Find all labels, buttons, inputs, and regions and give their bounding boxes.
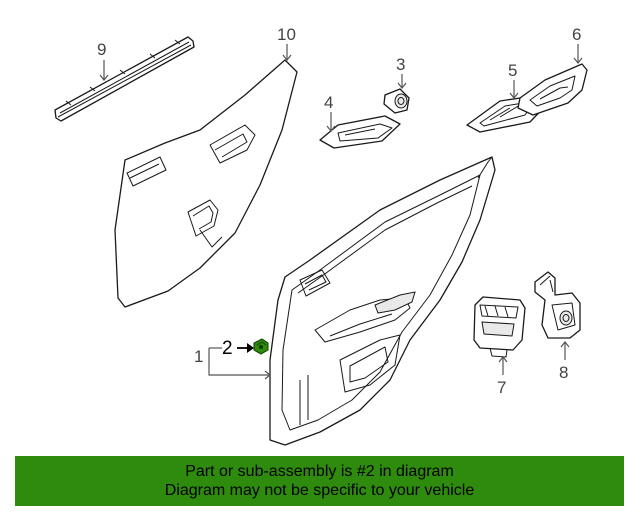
part-6-handle-bezel bbox=[517, 63, 588, 116]
part-7-window-switch bbox=[473, 296, 526, 358]
callout-10: 10 bbox=[277, 25, 296, 44]
leader-1 bbox=[208, 348, 270, 376]
callout-8: 8 bbox=[559, 363, 568, 382]
callout-9: 9 bbox=[97, 40, 106, 59]
callout-5: 5 bbox=[508, 61, 517, 80]
part-8-window-switch bbox=[534, 271, 581, 339]
part-3-clip bbox=[383, 88, 410, 114]
part-4-switch-bezel bbox=[319, 115, 401, 149]
callout-6: 6 bbox=[572, 25, 581, 44]
part-10-inner-trim-panel bbox=[114, 59, 298, 308]
callout-1: 1 bbox=[194, 347, 203, 366]
callout-4: 4 bbox=[324, 93, 333, 112]
callout-3: 3 bbox=[396, 55, 405, 74]
callout-7: 7 bbox=[497, 378, 506, 397]
banner-line-1: Part or sub-assembly is #2 in diagram bbox=[185, 463, 454, 480]
part-1-door-trim-assembly bbox=[269, 156, 496, 446]
info-banner: Part or sub-assembly is #2 in diagram Di… bbox=[15, 456, 624, 506]
part-9-belt-molding bbox=[54, 36, 195, 122]
parts-diagram: 10 9 3 4 5 6 bbox=[54, 25, 588, 446]
part-2-retainer-clip bbox=[253, 338, 269, 355]
banner-line-2: Diagram may not be specific to your vehi… bbox=[164, 482, 475, 499]
callout-2: 2 bbox=[222, 338, 233, 359]
